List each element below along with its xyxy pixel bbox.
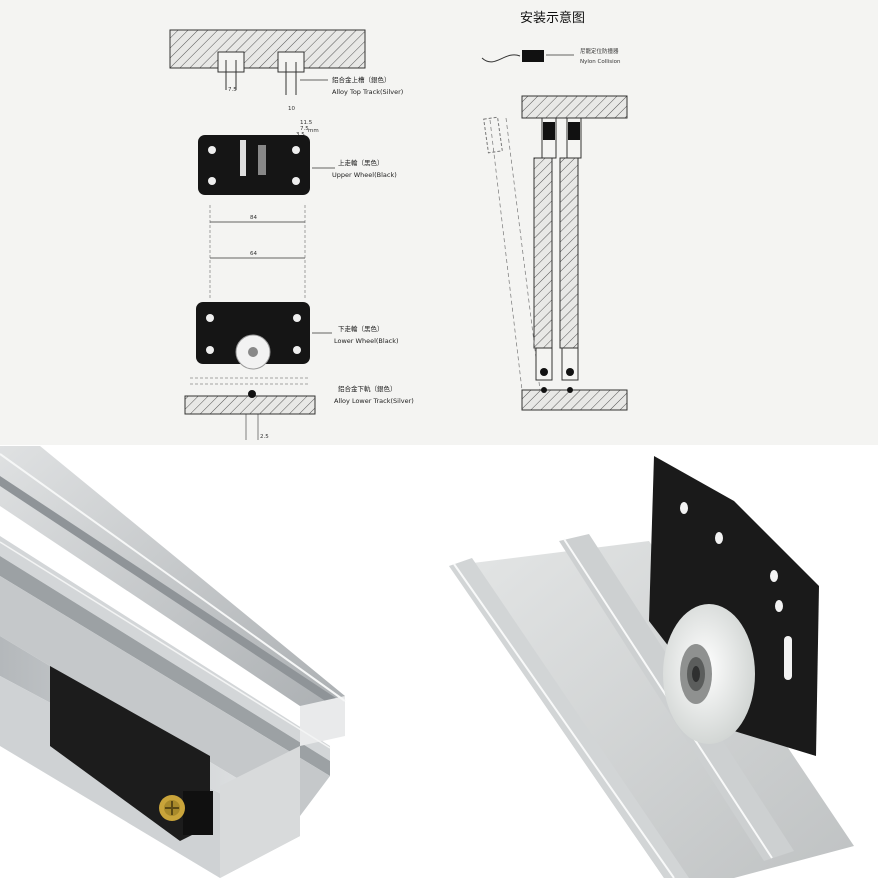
top-track-photo (0, 446, 432, 878)
label-collision-cn: 尼龍定位防撞器 (580, 47, 619, 55)
diagram-title: 安装示意图 (520, 10, 585, 26)
top-track-svg (0, 446, 432, 878)
label-lower-track-cn: 鋁合金下軌（銀色） (338, 384, 397, 393)
label-lower-wheel-cn: 下走輪（黑色） (338, 324, 384, 333)
dim-d1: 7.5 (228, 87, 237, 93)
right-floor-beam (521, 389, 628, 411)
black-mounting-plate (649, 456, 819, 756)
label-lower-wheel-en: Lower Wheel(Black) (334, 337, 399, 345)
track-middle-rail (0, 536, 330, 761)
label-upper-wheel-en: Upper Wheel(Black) (332, 171, 397, 179)
dim-d2: 10 (288, 106, 295, 112)
left-technical-drawing: 7.5 10 鋁合金上槽（銀色） Alloy Top Track(Silver)… (169, 29, 414, 440)
dim-d7: 2.5 (260, 434, 269, 440)
lower-wheel-plate (196, 302, 310, 364)
dim-d4: 7.5 (300, 126, 309, 132)
upper-wheel-plate (198, 135, 310, 195)
top-beam (169, 29, 366, 69)
dim-d3: 11.5 (300, 120, 313, 126)
diagram-svg: 7.5 10 鋁合金上槽（銀色） Alloy Top Track(Silver)… (169, 10, 628, 440)
label-upper-wheel-cn: 上走輪（黑色） (338, 158, 384, 167)
track-channel (0, 576, 330, 816)
door-panel-1 (533, 157, 553, 349)
top-track-slot-1 (217, 51, 245, 73)
track-ridge-left (449, 558, 689, 878)
dim-w1: 84 (250, 215, 257, 221)
nylon-collision-part (522, 50, 544, 62)
right-top-beam (521, 95, 628, 119)
lower-track-svg (434, 446, 878, 878)
floor-beam (184, 395, 316, 415)
label-collision-en: Nylon Collision (580, 59, 621, 65)
lower-track-wheel-photo (434, 446, 878, 878)
right-technical-drawing: 安装示意图 尼龍定位防撞器 Nylon Collision (481, 10, 628, 411)
dim-d6: mm (308, 128, 319, 134)
label-top-track-en: Alloy Top Track(Silver) (332, 88, 403, 96)
installation-diagram: 7.5 10 鋁合金上槽（銀色） Alloy Top Track(Silver)… (0, 0, 878, 445)
label-lower-track-en: Alloy Lower Track(Silver) (334, 397, 414, 405)
dim-w2: 64 (250, 251, 257, 257)
door-panel-2 (559, 157, 579, 349)
top-track-slot-2 (277, 51, 305, 73)
label-top-track-cn: 鋁合金上槽（銀色） (332, 75, 391, 84)
